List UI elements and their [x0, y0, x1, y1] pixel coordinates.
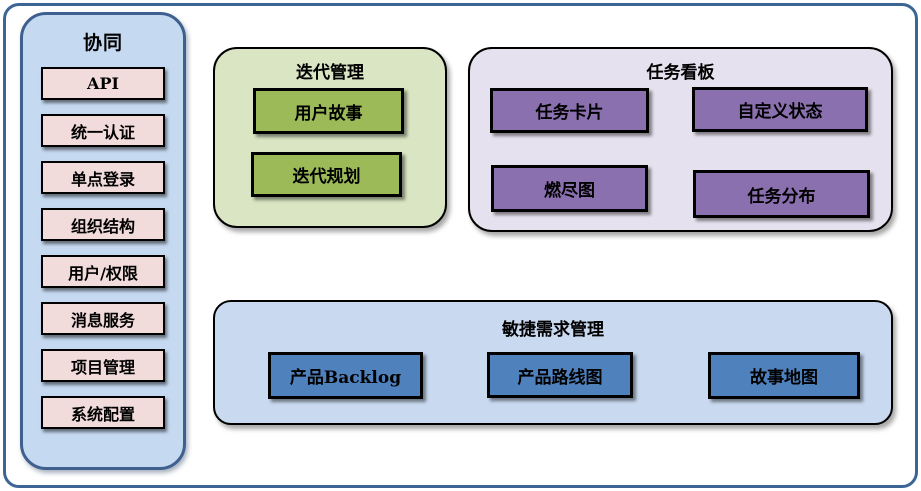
- item-task-distribution: 任务分布: [693, 170, 870, 218]
- sidebar-collaboration: 协同 API 统一认证 单点登录 组织结构 用户/权限 消息服务 项目管理 系统…: [20, 12, 186, 470]
- item-task-card: 任务卡片: [490, 88, 649, 133]
- sidebar-item-system-config: 系统配置: [41, 396, 165, 429]
- item-story-map: 故事地图: [708, 352, 860, 399]
- group-agile-requirements-title: 敏捷需求管理: [502, 320, 604, 340]
- sidebar-item-api: API: [41, 67, 165, 100]
- sidebar-item-project-management: 项目管理: [41, 349, 165, 382]
- item-user-story: 用户故事: [253, 88, 404, 134]
- group-agile-requirements: 敏捷需求管理 产品Backlog 产品路线图 故事地图: [213, 300, 893, 425]
- group-iteration-title: 迭代管理: [296, 63, 364, 83]
- sidebar-item-org-structure: 组织结构: [41, 208, 165, 241]
- item-custom-status: 自定义状态: [692, 87, 868, 132]
- group-task-board: 任务看板 任务卡片 自定义状态 燃尽图 任务分布: [468, 47, 893, 232]
- sidebar-title: 协同: [82, 32, 123, 54]
- item-product-roadmap: 产品路线图: [487, 352, 633, 398]
- item-iteration-planning: 迭代规划: [251, 152, 402, 197]
- sidebar-item-single-sign-on: 单点登录: [41, 161, 165, 194]
- sidebar-item-user-permissions: 用户/权限: [41, 255, 165, 288]
- sidebar-list: API 统一认证 单点登录 组织结构 用户/权限 消息服务 项目管理 系统配置: [23, 67, 183, 429]
- group-iteration-management: 迭代管理 用户故事 迭代规划: [213, 47, 447, 228]
- group-task-board-title: 任务看板: [646, 63, 715, 83]
- sidebar-item-message-service: 消息服务: [41, 302, 165, 335]
- sidebar-item-unified-auth: 统一认证: [41, 114, 165, 147]
- item-burndown-chart: 燃尽图: [491, 165, 648, 212]
- item-product-backlog: 产品Backlog: [268, 352, 423, 399]
